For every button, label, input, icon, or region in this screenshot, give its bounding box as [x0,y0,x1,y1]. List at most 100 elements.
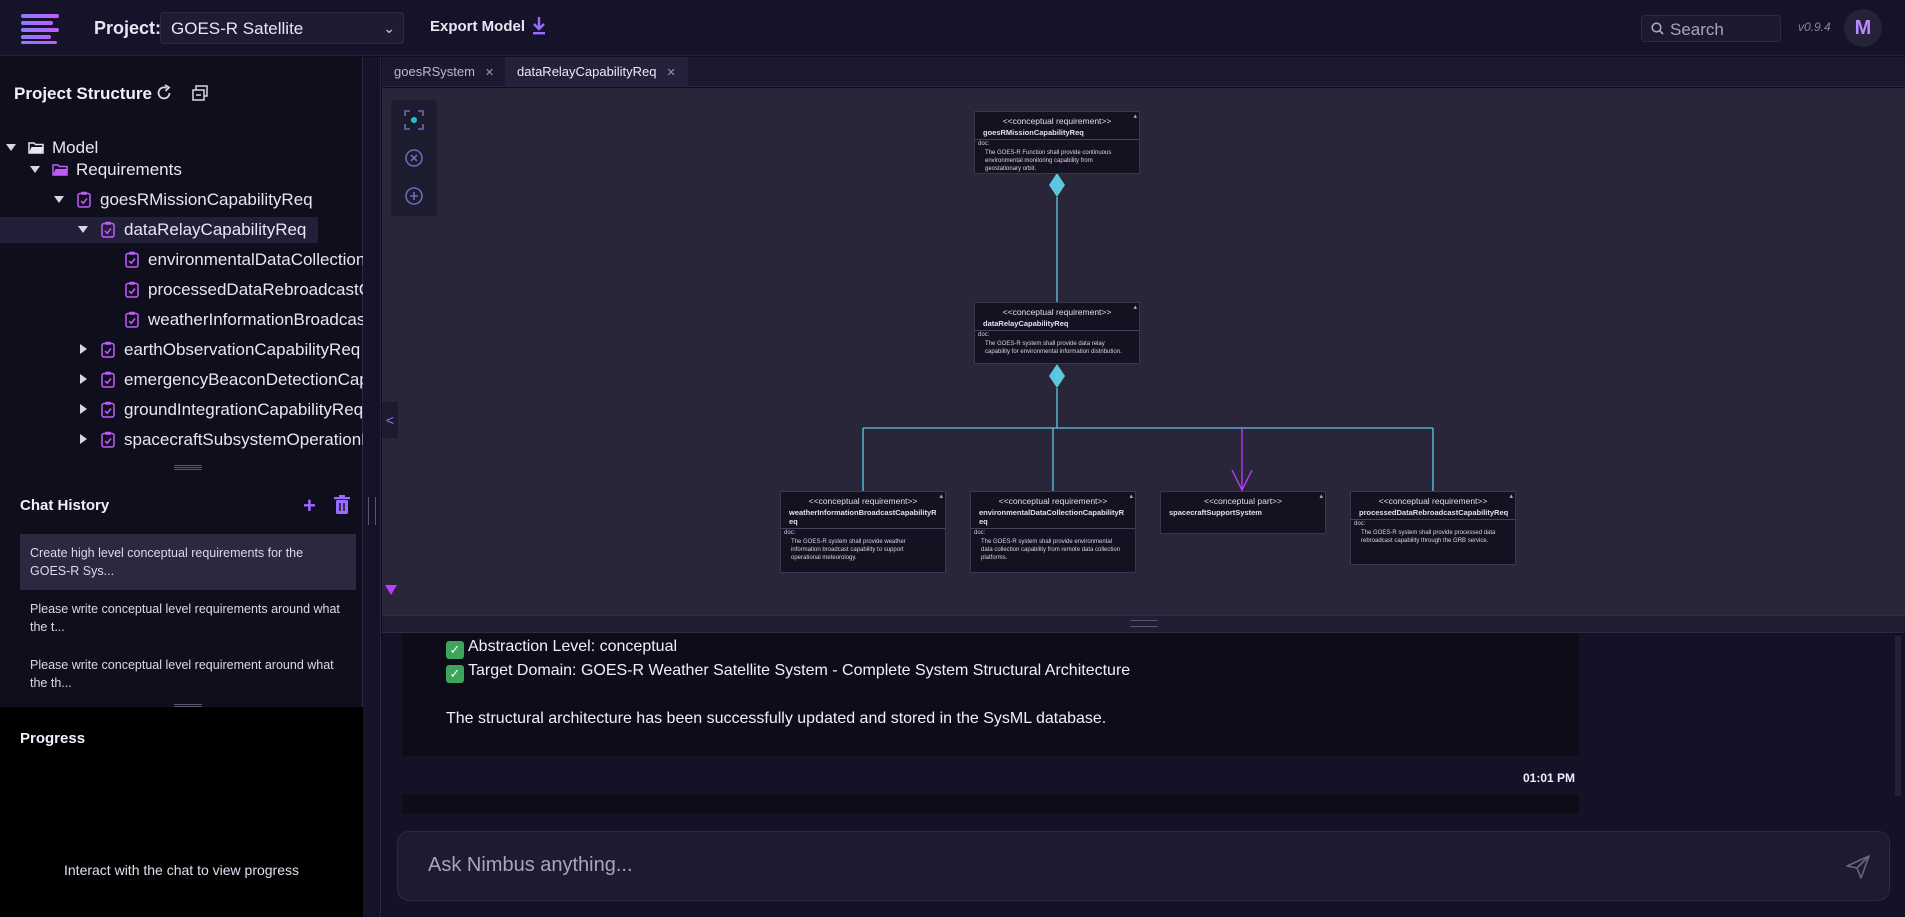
project-select-value: GOES-R Satellite [171,19,304,38]
fit-view-icon[interactable] [402,108,426,132]
caret-right-icon[interactable] [80,344,87,354]
tree-item-label: processedDataRebroadcastCapabilityReq [148,280,363,299]
chat-history-item[interactable]: Create high level conceptual requirement… [20,534,356,590]
tree-item[interactable]: spacecraftSubsystemOperationReq [0,427,363,453]
node-stereotype: <<conceptual requirement>> [1378,496,1488,506]
tree-item[interactable]: earthObservationCapabilityReq [0,337,363,363]
check-icon: ✓ [446,665,464,683]
message-line: ✓Target Domain: GOES-R Weather Satellite… [446,662,1130,683]
close-icon[interactable]: ✕ [666,67,676,79]
tab-data-relay-capability-req[interactable]: dataRelayCapabilityReq✕ [505,57,688,87]
caret-down-icon[interactable] [54,196,64,203]
node-doc: The GOES-R system shall provide processe… [1361,530,1496,544]
diagram-node[interactable]: ▴ <<conceptual part>> spacecraftSupportS… [1160,491,1326,534]
tree-item[interactable]: goesRMissionCapabilityReq [0,187,363,213]
zoom-reset-icon[interactable] [402,146,426,170]
chat-input[interactable] [428,854,1808,877]
caret-right-icon[interactable] [80,374,87,384]
message-text: Abstraction Level: conceptual [468,638,678,655]
chat-history-item[interactable]: Please write conceptual level requiremen… [30,658,334,690]
caret-down-icon[interactable] [78,226,88,233]
node-stereotype: <<conceptual requirement>> [998,496,1108,506]
node-stereotype: <<conceptual requirement>> [1002,307,1112,317]
sidebar-splitter[interactable] [0,463,363,471]
tree-item[interactable]: Requirements [0,157,363,183]
chat-pane: ✓Abstraction Level: conceptual ✓Target D… [382,634,1905,917]
collapse-all-icon[interactable] [190,83,210,103]
caret-down-icon[interactable] [6,144,16,151]
diagram-canvas[interactable]: < ▴ <<conceptual requirement>> goesRMiss… [382,88,1905,615]
assistant-message: ✓Abstraction Level: conceptual ✓Target D… [402,634,1579,756]
user-avatar[interactable]: M [1844,9,1882,47]
diagram-connectors [862,173,1434,492]
chat-history-title: Chat History [20,497,110,514]
search-placeholder: Search [1670,20,1724,39]
requirement-icon [101,221,115,238]
diagram-node[interactable]: ▴ <<conceptual requirement>> weatherInfo… [780,491,946,573]
tree-item[interactable]: emergencyBeaconDetectionCapabilityReq [0,367,363,393]
tree-item-label: earthObservationCapabilityReq [124,340,361,359]
check-icon: ✓ [446,641,464,659]
tree-item[interactable]: groundIntegrationCapabilityReq [0,397,363,423]
tree-item[interactable]: environmentalDataCollectionCapabilityReq [0,247,363,273]
tree-item-label: groundIntegrationCapabilityReq [124,400,363,419]
caret-down-icon[interactable] [385,585,397,595]
diagram-node[interactable]: ▴ <<conceptual requirement>> dataRelayCa… [974,302,1140,364]
node-corner: ▴ [939,493,943,500]
send-icon[interactable] [1845,854,1871,880]
message-text: The structural architecture has been suc… [446,710,1107,727]
search-input[interactable]: Search [1641,15,1781,42]
diagram-node[interactable]: ▴ <<conceptual requirement>> environment… [970,491,1136,573]
caret-down-icon[interactable] [30,166,40,173]
caret-right-icon[interactable] [80,404,87,414]
chat-scrollbar[interactable] [1895,636,1901,796]
tree-item[interactable]: weatherInformationBroadcastCapabilityReq [0,307,363,333]
requirement-icon [125,251,139,268]
export-model-button[interactable]: Export Model [430,18,526,35]
node-doc-label: doc: [1354,521,1366,527]
sidebar-resize-handle[interactable] [363,57,381,917]
node-stereotype: <<conceptual requirement>> [1002,116,1112,126]
requirement-icon [101,401,115,418]
requirement-icon [125,281,139,298]
refresh-icon[interactable] [154,83,174,103]
new-chat-button[interactable]: + [303,493,316,518]
caret-right-icon[interactable] [80,434,87,444]
tab-goes-r-system[interactable]: goesRSystem✕ [382,57,506,87]
diagram-node[interactable]: ▴ <<conceptual requirement>> goesRMissio… [974,111,1140,174]
close-icon[interactable]: ✕ [484,67,495,79]
progress-panel [0,707,363,917]
node-name: processedDataRebroadcastCapabilityReq [1351,506,1515,520]
download-icon[interactable] [532,16,546,36]
project-structure-title: Project Structure [14,84,152,103]
project-select[interactable]: GOES-R Satellite ⌄ [160,12,404,44]
diagram-node[interactable]: ▴ <<conceptual requirement>> processedDa… [1350,491,1516,565]
node-doc: The GOES-R Function shall provide contin… [985,150,1112,172]
menu-logo-icon[interactable] [21,14,59,44]
progress-title: Progress [20,730,86,747]
node-name: environmentalDataCollectionCapabilityReq [971,506,1135,529]
node-name: weatherInformationBroadcastCapabilityReq [781,506,945,529]
requirement-icon [125,311,139,328]
node-doc-label: doc: [978,332,990,338]
node-name: goesRMissionCapabilityReq [975,126,1139,140]
node-doc-label: doc: [784,530,796,536]
tree-item[interactable]: dataRelayCapabilityReq [0,217,318,243]
tree-item[interactable]: processedDataRebroadcastCapabilityReq [0,277,363,303]
node-corner: ▴ [1129,493,1133,500]
node-doc: The GOES-R system shall provide data rel… [985,341,1122,355]
diagram-toolbar [391,100,437,216]
chat-resize-handle[interactable] [382,615,1905,633]
tree-item-label: Requirements [76,160,182,179]
tree-item-label: spacecraftSubsystemOperationReq [124,430,363,449]
trash-icon[interactable] [333,495,351,515]
node-stereotype: <<conceptual requirement>> [808,496,918,506]
requirement-icon [101,371,115,388]
collapse-panel-button[interactable]: < [382,402,398,438]
tree-item-label: weatherInformationBroadcastCapabilityReq [148,310,363,329]
project-label: Project: [94,18,162,38]
tree-item[interactable]: Model [0,135,363,161]
chat-history-item[interactable]: Please write conceptual level requiremen… [30,602,340,634]
zoom-in-icon[interactable] [402,184,426,208]
